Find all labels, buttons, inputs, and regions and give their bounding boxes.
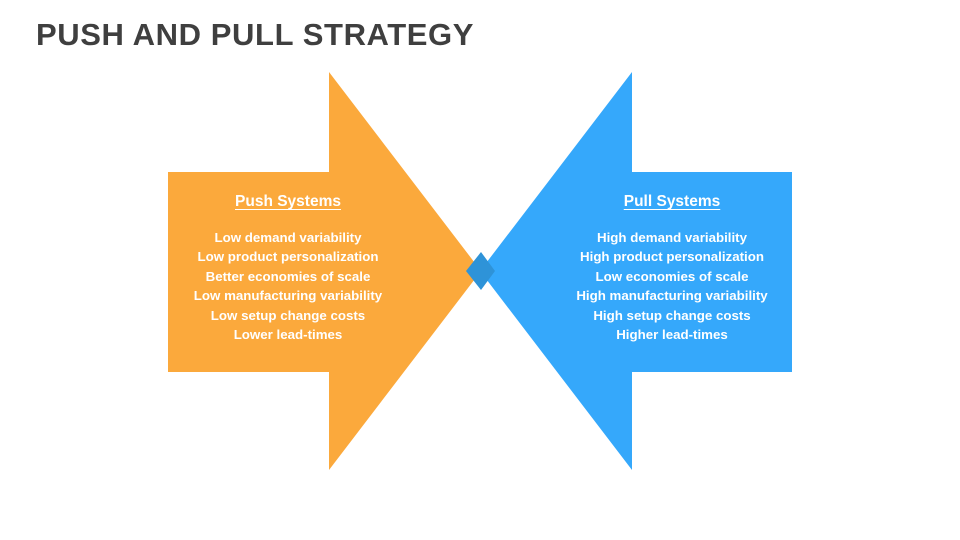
page-title: PUSH AND PULL STRATEGY (36, 17, 475, 52)
push-arrow-shape[interactable] (168, 72, 481, 470)
arrow-tip-overlap-shape (466, 252, 495, 290)
pull-arrow-shape[interactable] (480, 72, 792, 470)
